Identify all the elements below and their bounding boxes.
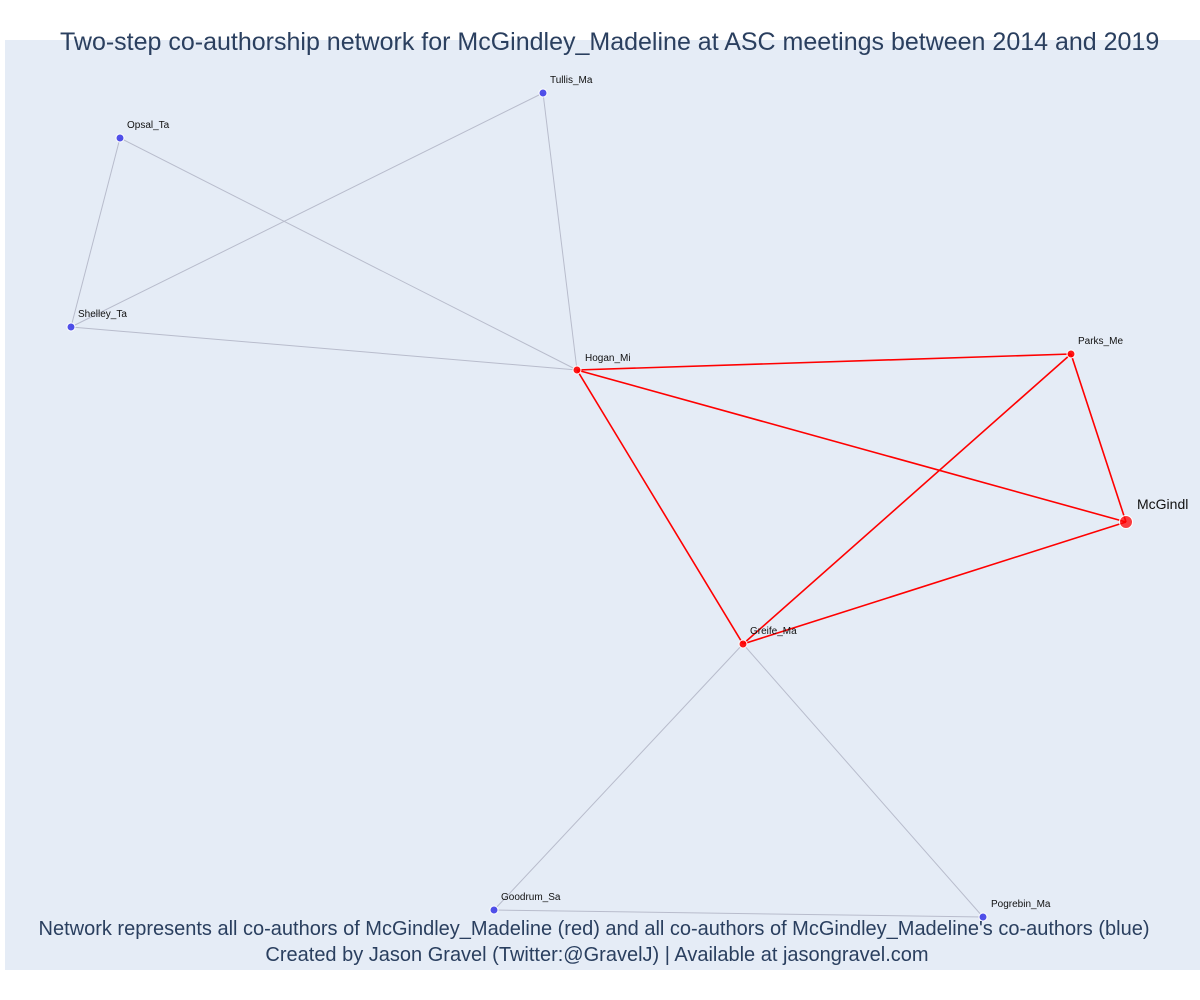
footer-description: Network represents all co-authors of McG…	[38, 918, 1150, 940]
node-Greife_Ma[interactable]	[738, 639, 748, 649]
node-Goodrum_Sa[interactable]	[489, 905, 499, 915]
footer-credit: Created by Jason Gravel (Twitter:@Gravel…	[265, 944, 929, 966]
edge-Hogan_Mi-Tullis_Ma	[542, 92, 578, 371]
node-label-Pogrebin_Ma: Pogrebin_Ma	[991, 899, 1051, 910]
node-Pogrebin_Ma[interactable]	[978, 912, 988, 922]
edge-Shelley_Ta-Opsal_Ta	[70, 137, 121, 328]
node-Tullis_Ma[interactable]	[538, 88, 548, 98]
node-McGindley_Madeline[interactable]	[1119, 515, 1133, 529]
edge-Hogan_Mi-Opsal_Ta	[119, 137, 578, 371]
edge-Goodrum_Sa-Pogrebin_Ma	[493, 909, 984, 918]
edges-layer	[70, 92, 1127, 918]
node-Hogan_Mi[interactable]	[572, 365, 582, 375]
node-label-Parks_Me: Parks_Me	[1078, 336, 1123, 347]
node-label-Goodrum_Sa: Goodrum_Sa	[501, 892, 561, 903]
plot-area	[5, 40, 1200, 970]
node-label-McGindley_Madeline: McGindl	[1137, 496, 1188, 512]
edge-Parks_Me-Greife_Ma	[742, 353, 1072, 645]
edge-McGindley_Madeline-Parks_Me	[1070, 353, 1127, 523]
edge-Shelley_Ta-Tullis_Ma	[70, 92, 544, 328]
edge-Hogan_Mi-Parks_Me	[576, 353, 1072, 371]
node-Parks_Me[interactable]	[1066, 349, 1076, 359]
node-label-Shelley_Ta: Shelley_Ta	[78, 309, 127, 320]
node-Shelley_Ta[interactable]	[66, 322, 76, 332]
node-label-Greife_Ma: Greife_Ma	[750, 626, 797, 637]
edge-Greife_Ma-Goodrum_Sa	[493, 643, 744, 911]
node-label-Tullis_Ma: Tullis_Ma	[550, 75, 593, 86]
edge-McGindley_Madeline-Greife_Ma	[742, 521, 1127, 645]
node-label-Opsal_Ta: Opsal_Ta	[127, 120, 170, 131]
chart-title: Two-step co-authorship network for McGin…	[60, 28, 1160, 56]
edge-Hogan_Mi-Greife_Ma	[576, 369, 744, 645]
edge-McGindley_Madeline-Hogan_Mi	[576, 369, 1127, 523]
edge-Greife_Ma-Pogrebin_Ma	[742, 643, 984, 918]
nodes-layer	[66, 88, 1133, 922]
node-Opsal_Ta[interactable]	[115, 133, 125, 143]
edge-Hogan_Mi-Shelley_Ta	[70, 326, 578, 371]
node-label-Hogan_Mi: Hogan_Mi	[585, 353, 631, 364]
